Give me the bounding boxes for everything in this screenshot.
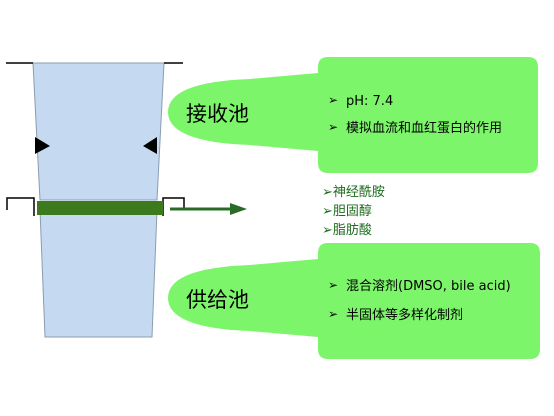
receiver-bullet-2-mark: ➢ xyxy=(328,120,338,134)
donor-chamber xyxy=(39,209,158,338)
donor-bullet-1-text: 混合溶剂(DMSO, bile acid) xyxy=(346,279,511,294)
donor-callout xyxy=(168,243,540,359)
left-port-marker xyxy=(35,137,50,154)
receiver-bullet-1-mark: ➢ xyxy=(328,93,338,107)
membrane-arrow-head xyxy=(230,203,247,215)
flange-left xyxy=(6,197,35,216)
membrane-item-3: ➢脂肪酸 xyxy=(322,222,372,238)
right-port-marker xyxy=(143,137,157,154)
flange-right xyxy=(162,197,185,216)
receiver-chamber xyxy=(32,62,165,201)
receiver-callout xyxy=(168,57,538,173)
donor-bullet-2-text: 半固体等多样化制剂 xyxy=(346,307,463,323)
donor-bullet-1-mark: ➢ xyxy=(328,278,338,292)
membrane xyxy=(37,201,163,215)
membrane-item-1: ➢神经酰胺 xyxy=(322,185,385,200)
receiver-label: 接收池 xyxy=(186,102,249,126)
membrane-item-2: ➢胆固醇 xyxy=(322,203,372,219)
donor-bullet-2-mark: ➢ xyxy=(328,307,338,321)
donor-label: 供给池 xyxy=(186,288,249,312)
receiver-bullet-1-text: pH: 7.4 xyxy=(346,94,393,109)
receiver-bullet-2-text: 模拟血流和血红蛋白的作用 xyxy=(346,120,502,136)
